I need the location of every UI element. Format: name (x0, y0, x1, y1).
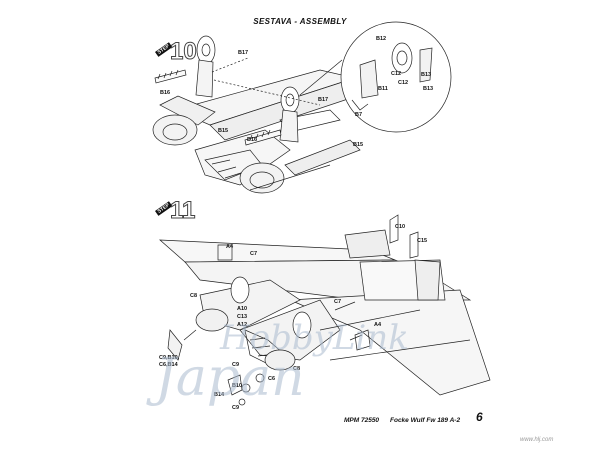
step10-airframe (152, 69, 361, 194)
detail-circle (299, 21, 452, 133)
part-label: C8 (190, 293, 198, 299)
watermark-brand: HobbyLink (220, 318, 409, 358)
step-11-number: 11 (169, 197, 196, 225)
part-label: C8 (293, 366, 301, 372)
part-label: B12 (376, 36, 387, 42)
step11-parts (167, 214, 419, 406)
step10-doors (154, 69, 282, 146)
part-label: C6 (268, 376, 276, 382)
part-label: B10 (232, 383, 243, 389)
part-label: C12 (391, 71, 402, 77)
part-label: B11 (378, 86, 388, 92)
part-label: A10 (237, 306, 248, 312)
footer-model-name: Focke Wulf Fw 189 A-2 (390, 417, 461, 424)
part-label: B13 (421, 72, 432, 78)
part-label: B13 (423, 86, 434, 92)
step11-airframe (159, 229, 491, 396)
part-label: B14 (214, 392, 225, 398)
footer-code: MPM 72550 (344, 417, 380, 424)
part-label: C9 (232, 405, 240, 411)
part-label: C7 (334, 299, 342, 305)
part-label: B15 (218, 128, 229, 134)
part-label: A4 (374, 322, 382, 328)
part-label: B16 (160, 90, 171, 96)
part-label: B15 (353, 142, 364, 148)
part-label: B7 (355, 112, 363, 118)
part-label: C13 (237, 314, 248, 320)
part-label: A12 (237, 322, 248, 328)
watermark-url: www.hlj.com (520, 437, 554, 443)
page-title: SESTAVA - ASSEMBLY (253, 17, 347, 26)
step-10-number: 10 (170, 38, 198, 66)
part-label: B16 (247, 137, 258, 143)
part-label: C9,B10, (159, 355, 180, 361)
part-label: C9 (232, 362, 240, 368)
part-label: B17 (318, 97, 329, 103)
step10-wheels (195, 35, 321, 143)
page-number: 6 (476, 410, 483, 424)
part-label: C10 (395, 224, 406, 230)
part-label: C7 (250, 251, 258, 257)
watermark-country: Japan (155, 348, 305, 408)
part-label: A4 (226, 244, 234, 250)
part-label: C6,B14 (159, 362, 178, 368)
part-label: B17 (238, 50, 249, 56)
part-label: C15 (417, 238, 428, 244)
part-label: C12 (398, 80, 409, 86)
